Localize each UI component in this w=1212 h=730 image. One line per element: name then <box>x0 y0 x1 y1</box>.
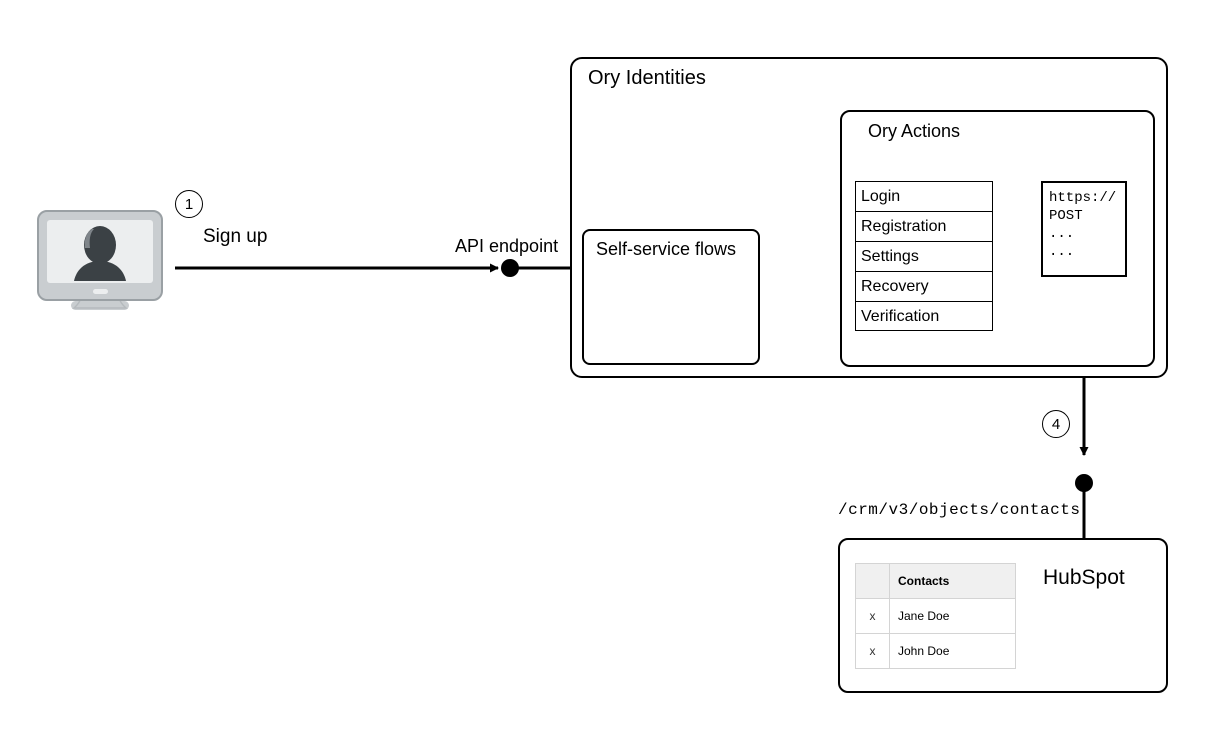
table-header-contacts: Contacts <box>889 563 1016 599</box>
step-badge-4: 4 <box>1042 410 1070 438</box>
ory-actions-title: Ory Actions <box>868 121 961 141</box>
ory-identities-title: Ory Identities <box>588 67 706 89</box>
table-row[interactable]: x Jane Doe <box>855 598 1016 634</box>
flow-item-settings[interactable]: Settings <box>856 242 992 272</box>
row-marker: x <box>855 633 890 669</box>
self-service-flows-title: Self-service flows <box>596 239 737 259</box>
flow-list: Login Registration Settings Recovery Ver… <box>855 181 993 331</box>
row-contact-name: Jane Doe <box>889 598 1016 634</box>
webhook-request-box <box>1041 181 1127 277</box>
monitor-user-icon <box>37 210 163 310</box>
self-service-flows-box <box>582 229 760 365</box>
contacts-table: Contacts x Jane Doe x John Doe <box>855 563 1016 669</box>
table-row[interactable]: x John Doe <box>855 633 1016 669</box>
row-marker: x <box>855 598 890 634</box>
flow-item-login[interactable]: Login <box>856 182 992 212</box>
step-badge-1: 1 <box>175 190 203 218</box>
signup-label: Sign up <box>203 226 268 247</box>
flow-item-recovery[interactable]: Recovery <box>856 272 992 302</box>
row-contact-name: John Doe <box>889 633 1016 669</box>
flow-item-verification[interactable]: Verification <box>861 308 940 325</box>
flow-item-registration[interactable]: Registration <box>856 212 992 242</box>
hubspot-title: HubSpot <box>1043 566 1125 589</box>
table-header-blank <box>855 563 890 599</box>
crm-path-label: /crm/v3/objects/contacts <box>838 501 1081 519</box>
table-header-row: Contacts <box>855 563 1016 599</box>
webhook-request-code: https:// POST ... ... <box>1049 190 1117 260</box>
api-endpoint-label: API endpoint <box>455 236 559 256</box>
